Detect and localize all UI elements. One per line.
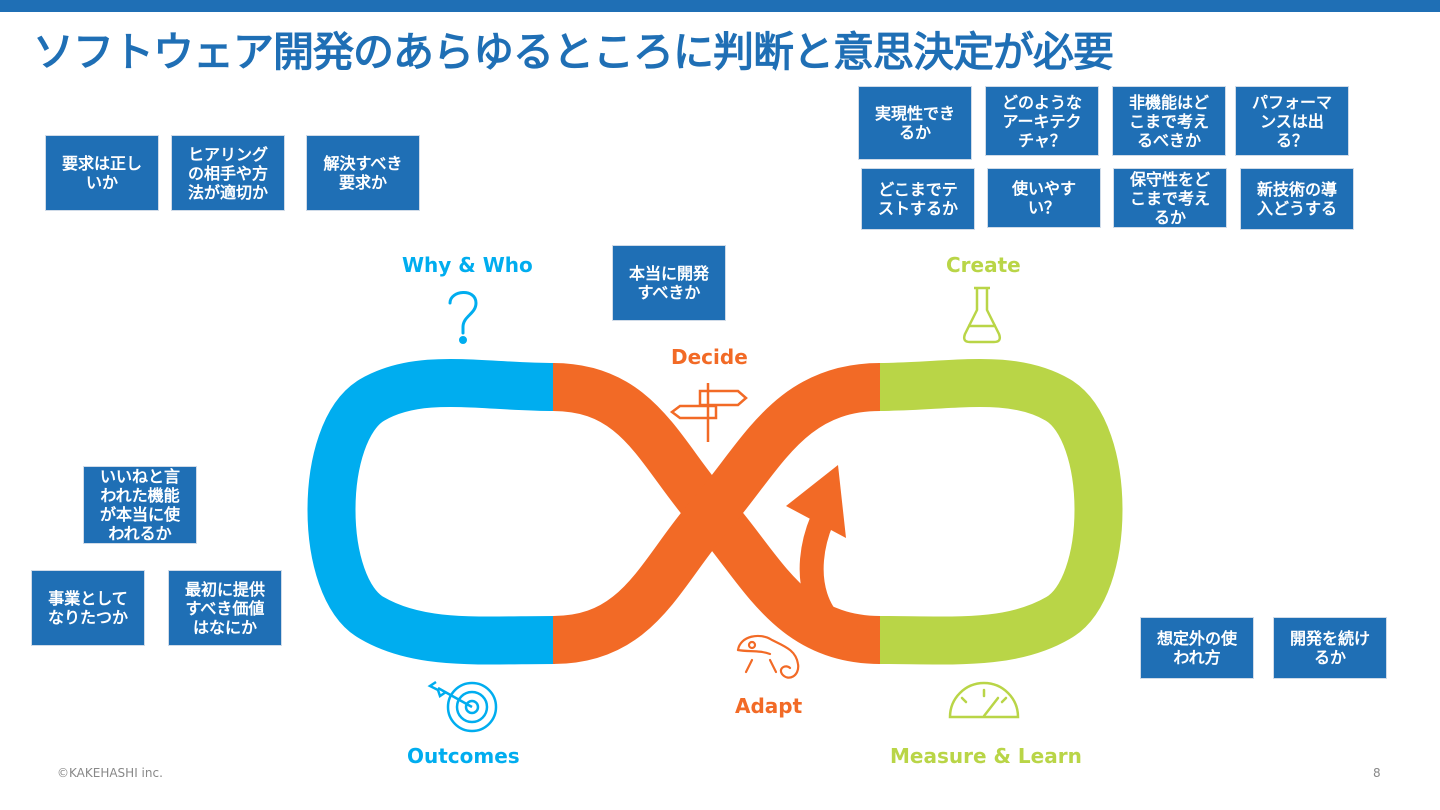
stage-why-who: Why & Who: [402, 253, 533, 277]
top-accent-bar: [0, 0, 1440, 12]
stage-outcomes: Outcomes: [407, 744, 520, 768]
target-icon: [427, 680, 498, 733]
adapt-arrow-head: [786, 465, 846, 538]
gauge-icon: [948, 681, 1020, 719]
question-box: 最初に提供 すべき価値 はなにか: [168, 570, 282, 646]
question-box: 解決すべき 要求か: [306, 135, 420, 211]
copyright-footer: ©KAKEHASHI inc.: [57, 766, 163, 780]
question-box: 保守性をど こまで考え るか: [1113, 168, 1227, 228]
question-box: 要求は正し いか: [45, 135, 159, 211]
question-box: いいねと言 われた機能 が本当に使 われるか: [83, 466, 197, 544]
question-box: 開発を続け るか: [1273, 617, 1387, 679]
slide-title: ソフトウェア開発のあらゆるところに判断と意思決定が必要: [33, 28, 1114, 76]
loop-segment-blue: [307, 359, 556, 665]
signpost-icon: [669, 383, 748, 442]
question-box: 本当に開発 すべきか: [612, 245, 726, 321]
page-number: 8: [1373, 766, 1381, 780]
stage-decide: Decide: [671, 345, 748, 369]
question-box: どのような アーキテク チャ？: [985, 86, 1099, 156]
loop-segment-orange-up: [552, 363, 881, 664]
question-box: パフォーマ ンスは出 る？: [1235, 86, 1349, 156]
question-box: 使いやす い？: [987, 168, 1101, 228]
question-box: 新技術の導 入どうする: [1240, 168, 1354, 230]
adapt-arrow-shaft: [799, 515, 871, 654]
question-icon: [448, 291, 478, 344]
stage-measure-learn: Measure & Learn: [890, 744, 1082, 768]
stage-adapt: Adapt: [735, 694, 803, 718]
question-box: 実現性でき るか: [858, 86, 972, 160]
stage-create: Create: [946, 253, 1021, 277]
flask-icon: [962, 286, 1002, 344]
loop-segment-green: [877, 359, 1123, 665]
question-box: どこまでテ ストするか: [861, 168, 975, 230]
question-box: 事業として なりたつか: [31, 570, 145, 646]
question-box: ヒアリング の相手や方 法が適切か: [171, 135, 285, 211]
chameleon-icon: [736, 634, 800, 679]
question-box: 想定外の使 われ方: [1140, 617, 1254, 679]
question-box: 非機能はど こまで考え るべきか: [1112, 86, 1226, 156]
